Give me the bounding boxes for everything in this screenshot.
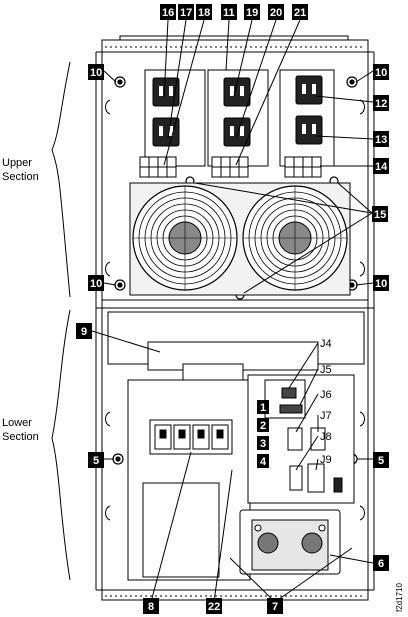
callout-12: 12 (375, 98, 387, 110)
callout-16: 16 (162, 7, 174, 19)
lower-breakers (149, 419, 233, 455)
callout-4: 4 (260, 456, 267, 468)
callout-2: 2 (260, 420, 266, 432)
upper-breakers (139, 156, 322, 178)
connector-label-j4: J4 (320, 338, 332, 350)
callout-20: 20 (270, 7, 282, 19)
callout-10-lower-left: 10 (90, 278, 102, 290)
callout-17: 17 (180, 7, 192, 19)
callout-8: 8 (148, 601, 154, 613)
fan-left (132, 185, 238, 291)
callout-3: 3 (260, 438, 266, 450)
callout-10-lower-right: 10 (375, 278, 387, 290)
callout-21: 21 (294, 7, 306, 19)
lower-boxes (142, 482, 341, 578)
leader-lines (91, 19, 374, 603)
callout-14: 14 (375, 161, 388, 173)
callout-1: 1 (260, 402, 266, 414)
callout-22: 22 (208, 601, 220, 613)
callout-15: 15 (374, 209, 386, 221)
connector-label-j8: J8 (320, 431, 332, 443)
callout-6: 6 (378, 558, 384, 570)
lower-section-label-2: Section (2, 431, 39, 443)
callout-boxes (76, 4, 389, 614)
connector-label-j6: J6 (320, 389, 332, 401)
callout-9: 9 (81, 326, 87, 338)
callout-19: 19 (246, 7, 258, 19)
connector-label-j5: J5 (320, 364, 332, 376)
callout-18: 18 (198, 7, 210, 19)
upper-section-label-2: Section (2, 171, 39, 183)
connector-leader-lines (288, 342, 319, 471)
callout-11: 11 (223, 7, 235, 19)
callout-13: 13 (375, 134, 387, 146)
connector-ports (279, 387, 343, 493)
lower-section-label-1: Lower (2, 417, 32, 429)
callout-5-left: 5 (93, 455, 99, 467)
callout-10-upper-left: 10 (90, 67, 102, 79)
figure-id: f2d1710 (395, 583, 404, 612)
upper-section-label-1: Upper (2, 157, 32, 169)
power-sockets (152, 75, 323, 147)
connector-label-j9: J9 (320, 454, 332, 466)
callout-5-right: 5 (378, 455, 384, 467)
fan-right (242, 185, 348, 291)
callout-7: 7 (272, 601, 278, 613)
socket-pins (159, 84, 316, 136)
connector-label-j7: J7 (320, 410, 332, 422)
section-braces (51, 61, 71, 581)
callout-10-upper-right: 10 (375, 67, 387, 79)
